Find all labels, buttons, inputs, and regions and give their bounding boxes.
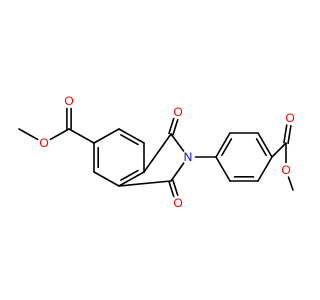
bond-line — [93, 128, 120, 144]
bond-line — [170, 162, 185, 182]
bond-line — [283, 124, 288, 144]
single-bond — [93, 128, 120, 144]
bond-line — [68, 128, 95, 144]
oxygen-atom-label: O — [39, 136, 48, 150]
double-bond — [118, 169, 145, 187]
single-bond — [170, 133, 185, 152]
oxygen-atom-label: O — [281, 163, 290, 177]
single-bond — [143, 133, 172, 173]
single-bond — [257, 156, 273, 182]
bond-line — [170, 133, 185, 152]
double-bond — [229, 176, 259, 182]
bond-line — [168, 117, 175, 135]
single-bond — [271, 142, 287, 158]
single-bond — [68, 128, 95, 144]
bond-line — [172, 179, 179, 197]
bond-line — [168, 180, 175, 198]
bond-layer — [18, 107, 294, 198]
single-bond — [49, 128, 70, 141]
double-bond — [215, 132, 233, 158]
bond-line — [49, 128, 70, 141]
single-bond — [118, 180, 172, 187]
molecule-structure-svg: O O O O N O O — [18, 94, 295, 210]
double-bond — [66, 107, 72, 130]
double-bond — [283, 124, 292, 145]
atom-label-layer: O O O O N O O — [39, 94, 294, 210]
bond-line — [172, 118, 179, 136]
bond-line — [287, 124, 292, 145]
oxygen-atom-label: O — [173, 105, 182, 119]
bond-line — [287, 176, 294, 191]
bond-line-inner — [120, 169, 139, 181]
bond-line-inner — [221, 138, 233, 157]
double-bond — [255, 132, 273, 158]
bond-line — [143, 133, 172, 173]
bond-line — [271, 142, 287, 158]
nitrogen-atom-label: N — [184, 150, 193, 164]
single-bond — [287, 176, 294, 191]
double-bond — [168, 179, 179, 198]
single-bond — [93, 171, 120, 187]
molecule-diagram: O O O O N O O — [18, 94, 295, 210]
bond-line — [118, 171, 145, 187]
bond-line — [257, 156, 273, 182]
bond-line — [118, 128, 145, 144]
bond-line — [93, 171, 120, 187]
bond-line — [257, 132, 273, 158]
oxygen-atom-label: O — [285, 111, 294, 125]
single-bond — [170, 162, 185, 182]
oxygen-atom-label: O — [64, 94, 73, 108]
double-bond — [118, 128, 145, 146]
single-bond — [215, 156, 231, 182]
oxygen-atom-label: O — [173, 196, 182, 210]
double-bond — [93, 142, 99, 173]
bond-line-inner — [255, 138, 267, 157]
bond-line — [118, 180, 172, 187]
double-bond — [168, 117, 179, 136]
bond-line — [18, 128, 39, 141]
bond-line-inner — [120, 134, 139, 146]
bond-line — [215, 156, 231, 182]
single-bond — [18, 128, 39, 141]
bond-line — [215, 132, 231, 158]
